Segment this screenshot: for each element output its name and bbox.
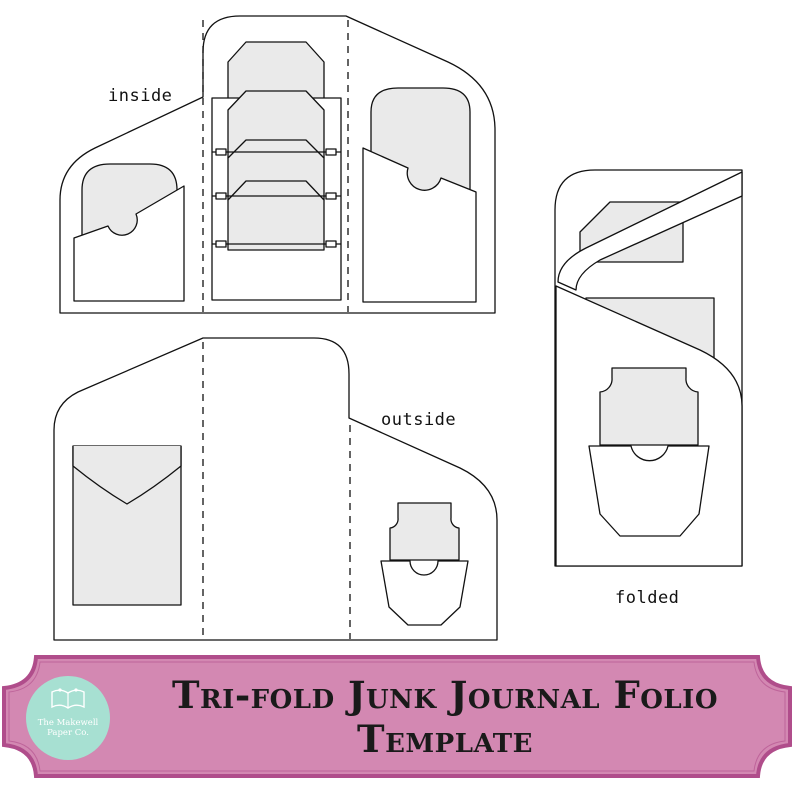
label-outside: outside bbox=[381, 410, 457, 430]
banner-shape bbox=[1, 655, 792, 778]
inside-tab-r2 bbox=[325, 192, 337, 200]
outside-pocket bbox=[380, 560, 469, 626]
makewell-logo: The Makewell Paper Co. bbox=[26, 676, 110, 760]
banner-title-line1: Tri-fold Junk Journal Folio bbox=[172, 673, 718, 717]
label-inside: inside bbox=[108, 86, 173, 106]
folded-top-flap bbox=[557, 171, 743, 291]
outside-tag bbox=[389, 502, 460, 561]
folded-pocket bbox=[588, 445, 710, 537]
inside-tab-l3 bbox=[215, 240, 227, 248]
inside-tab-r3 bbox=[325, 240, 337, 248]
outside-view bbox=[53, 337, 498, 641]
banner-inner-line bbox=[8, 661, 786, 772]
folded-view bbox=[554, 169, 743, 567]
label-folded: folded bbox=[615, 588, 680, 608]
banner-title-line2: Template bbox=[357, 717, 533, 761]
open-book-icon bbox=[51, 688, 85, 709]
inside-tab-l2 bbox=[215, 192, 227, 200]
inside-view bbox=[59, 15, 496, 314]
title-banner bbox=[1, 655, 792, 778]
logo-line1: The Makewell bbox=[37, 718, 99, 728]
banner-title: Tri-fold Junk Journal Folio Template bbox=[150, 662, 740, 772]
folded-tag bbox=[599, 367, 699, 446]
inside-middle-card-4 bbox=[227, 180, 325, 251]
inside-left-pocket bbox=[73, 185, 185, 302]
inside-tab-r1 bbox=[325, 148, 337, 156]
inside-tab-l1 bbox=[215, 148, 227, 156]
inside-right-pocket bbox=[362, 147, 477, 303]
logo-text: The Makewell Paper Co. bbox=[28, 718, 108, 738]
logo-line2: Paper Co. bbox=[47, 728, 89, 738]
outside-envelope-flap bbox=[72, 446, 182, 505]
